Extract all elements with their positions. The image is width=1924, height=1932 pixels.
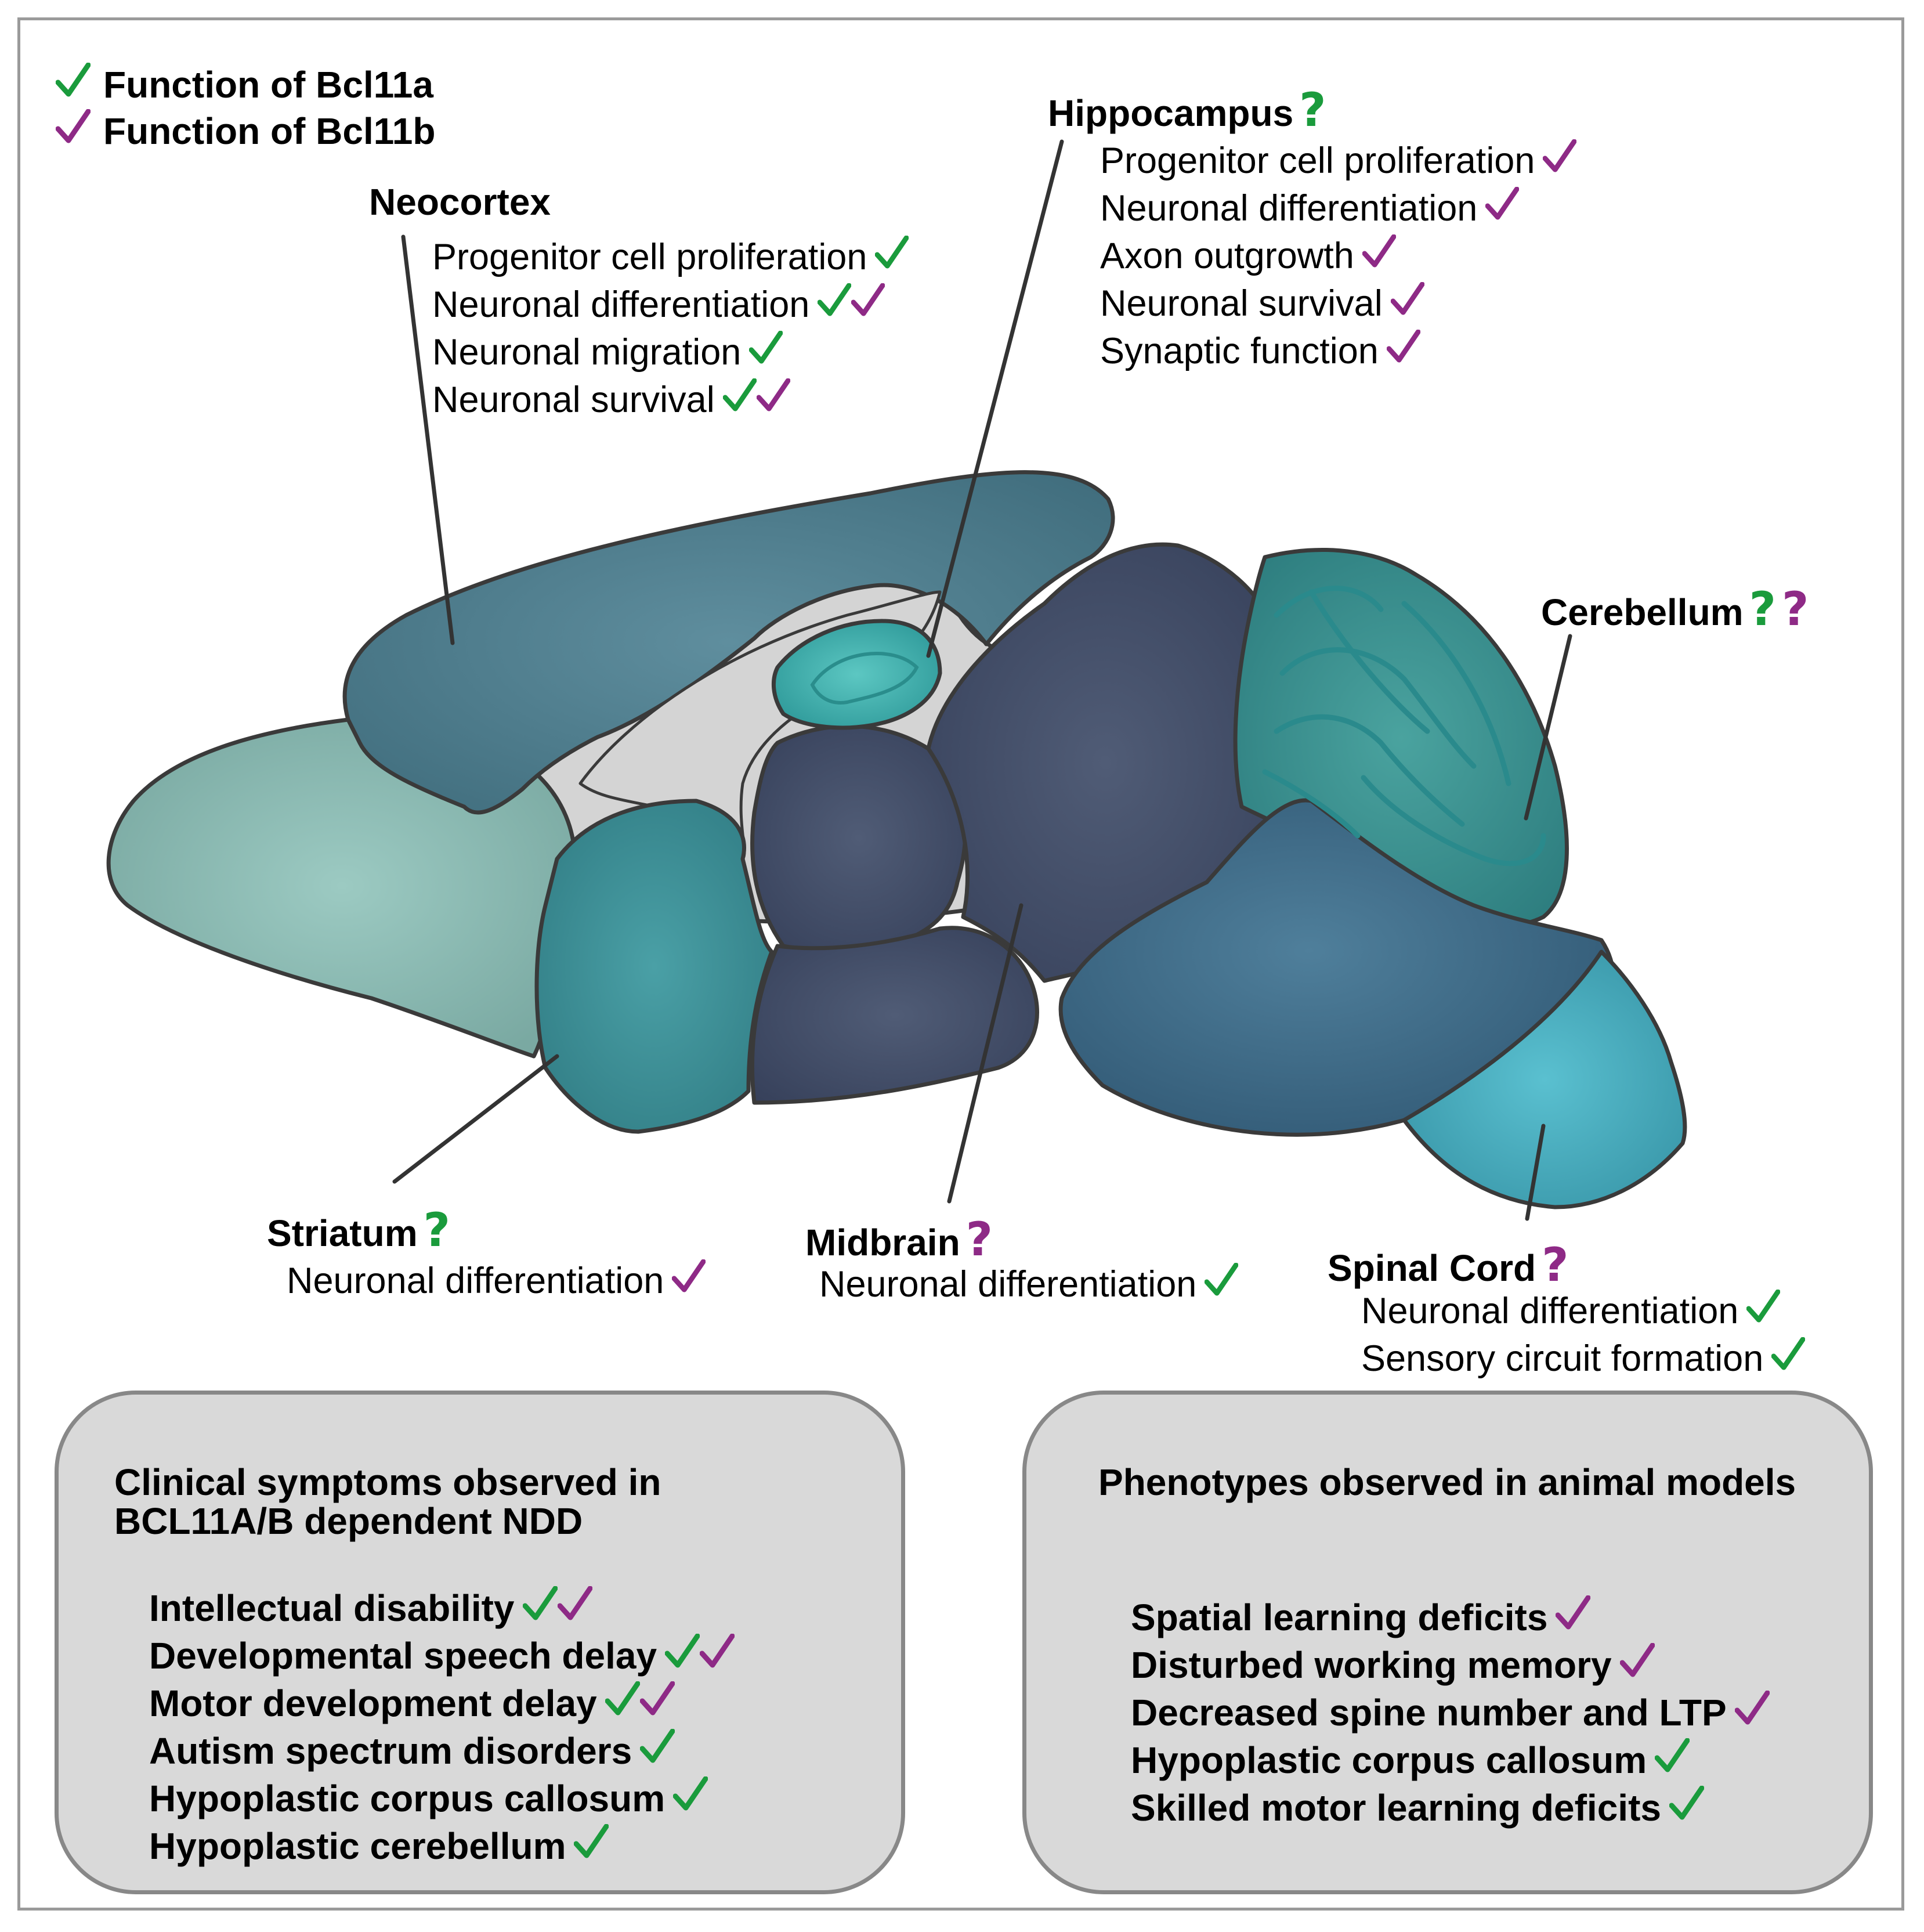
check-bcl11b-icon xyxy=(756,378,790,412)
question-bcl11a-icon: ? xyxy=(1299,83,1326,137)
check-bcl11a-icon xyxy=(1771,1337,1806,1371)
legend-bcl11a: Function of Bcl11a xyxy=(56,63,433,103)
clinical-symptoms-panel: Clinical symptoms observed in BCL11A/B d… xyxy=(55,1391,905,1894)
spinal-cord-leader xyxy=(1525,1124,1546,1221)
check-bcl11a-icon xyxy=(722,378,757,412)
hippocampus-title: Hippocampus? xyxy=(1048,83,1326,137)
legend-bcl11b-label: Function of Bcl11b xyxy=(103,110,436,152)
clinical-symptom-item: Developmental speech delay xyxy=(149,1634,735,1677)
check-bcl11b-icon xyxy=(851,283,885,317)
check-bcl11b-icon xyxy=(700,1634,735,1669)
check-bcl11a-icon xyxy=(875,236,909,269)
check-bcl11b-icon xyxy=(1390,282,1424,316)
spinal-cord-function-item: Sensory circuit formation xyxy=(1361,1337,1806,1377)
check-bcl11b-icon xyxy=(1619,1643,1655,1678)
neocortex-function-item: Progenitor cell proliferation xyxy=(432,236,909,276)
check-bcl11b-icon xyxy=(639,1681,675,1716)
animal-symptom-item: Spatial learning deficits xyxy=(1131,1595,1591,1639)
question-bcl11b-icon: ? xyxy=(1542,1238,1569,1292)
neocortex-function-item: Neuronal differentiation xyxy=(432,283,885,323)
question-bcl11b-icon: ? xyxy=(1781,582,1809,636)
spinal-cord-function-item: Neuronal differentiation xyxy=(1361,1290,1781,1330)
animal-panel-title: Phenotypes observed in animal models xyxy=(1098,1461,1796,1503)
neocortex-leader xyxy=(401,234,455,645)
striatum-function-item: Neuronal differentiation xyxy=(287,1259,706,1299)
check-bcl11a-icon xyxy=(1655,1738,1690,1773)
check-bcl11b-icon xyxy=(557,1586,592,1621)
clinical-symptom-item: Intellectual disability xyxy=(149,1586,592,1630)
striatum-leader xyxy=(392,1054,559,1184)
check-bcl11a-icon xyxy=(1205,1263,1239,1297)
neocortex-function-item: Neuronal survival xyxy=(432,378,790,418)
clinical-panel-title: Clinical symptoms observed in BCL11A/B d… xyxy=(114,1461,661,1543)
check-bcl11a-icon xyxy=(522,1586,558,1621)
hippocampus-region xyxy=(771,619,942,730)
check-bcl11a-icon xyxy=(749,331,783,364)
check-bcl11a-icon xyxy=(605,1681,640,1716)
animal-symptom-item: Disturbed working memory xyxy=(1131,1643,1655,1687)
question-bcl11a-icon: ? xyxy=(423,1203,450,1257)
clinical-symptom-item: Autism spectrum disorders xyxy=(149,1729,675,1772)
hippocampus-function-item: Neuronal survival xyxy=(1100,282,1424,322)
check-bcl11a-icon xyxy=(640,1729,675,1764)
clinical-symptom-item: Hypoplastic cerebellum xyxy=(149,1824,609,1868)
cerebellum-leader xyxy=(1524,634,1572,821)
check-bcl11a-icon xyxy=(574,1824,609,1859)
check-bcl11a-icon xyxy=(665,1634,700,1669)
check-bcl11a-icon xyxy=(818,283,852,317)
check-bcl11b-icon xyxy=(1734,1691,1770,1725)
clinical-symptom-item: Motor development delay xyxy=(149,1681,675,1725)
striatum-title: Striatum? xyxy=(267,1203,450,1257)
striatum-region xyxy=(534,799,774,1134)
check-bcl11b-icon xyxy=(1556,1595,1591,1630)
question-bcl11b-icon: ? xyxy=(965,1212,993,1266)
spinal-cord-region xyxy=(1402,949,1687,1209)
hippocampus-function-item: Neuronal differentiation xyxy=(1100,187,1520,227)
neocortex-function-item: Neuronal migration xyxy=(432,331,783,371)
legend-bcl11a-label: Function of Bcl11a xyxy=(103,64,433,106)
midbrain-leader xyxy=(947,903,1024,1204)
midbrain-function-item: Neuronal differentiation xyxy=(819,1263,1239,1303)
legend-bcl11b: Function of Bcl11b xyxy=(56,109,435,150)
animal-phenotypes-panel: Phenotypes observed in animal models Spa… xyxy=(1022,1391,1873,1894)
hippocampus-function-item: Progenitor cell proliferation xyxy=(1100,139,1577,179)
check-b-icon xyxy=(56,109,91,144)
clinical-symptom-item: Hypoplastic corpus callosum xyxy=(149,1776,708,1820)
check-bcl11b-icon xyxy=(1386,330,1420,363)
check-bcl11b-icon xyxy=(1362,234,1396,268)
check-bcl11b-icon xyxy=(1543,139,1577,173)
animal-symptom-item: Hypoplastic corpus callosum xyxy=(1131,1738,1690,1782)
figure-frame xyxy=(17,17,1904,1911)
hippocampus-function-item: Synaptic function xyxy=(1100,330,1420,370)
midbrain-title: Midbrain? xyxy=(805,1212,993,1266)
check-bcl11a-icon xyxy=(1669,1786,1704,1821)
neocortex-title: Neocortex xyxy=(369,181,551,223)
hippocampus-function-item: Axon outgrowth xyxy=(1100,234,1396,275)
check-bcl11b-icon xyxy=(672,1259,706,1293)
cerebellum-title: Cerebellum?? xyxy=(1541,582,1809,636)
animal-symptom-item: Skilled motor learning deficits xyxy=(1131,1786,1704,1829)
hindbrain-region xyxy=(1058,798,1616,1137)
check-bcl11b-icon xyxy=(1485,187,1520,221)
hippocampus-leader xyxy=(926,139,1064,658)
animal-symptom-item: Decreased spine number and LTP xyxy=(1131,1691,1770,1734)
neocortex-region xyxy=(342,470,1115,815)
hypothalamus-region xyxy=(750,926,1039,1105)
check-bcl11a-icon xyxy=(1746,1290,1781,1323)
spinal-cord-title: Spinal Cord? xyxy=(1328,1238,1569,1292)
check-bcl11a-icon xyxy=(673,1776,708,1811)
check-a-icon xyxy=(56,63,91,97)
question-bcl11a-icon: ? xyxy=(1749,582,1776,636)
